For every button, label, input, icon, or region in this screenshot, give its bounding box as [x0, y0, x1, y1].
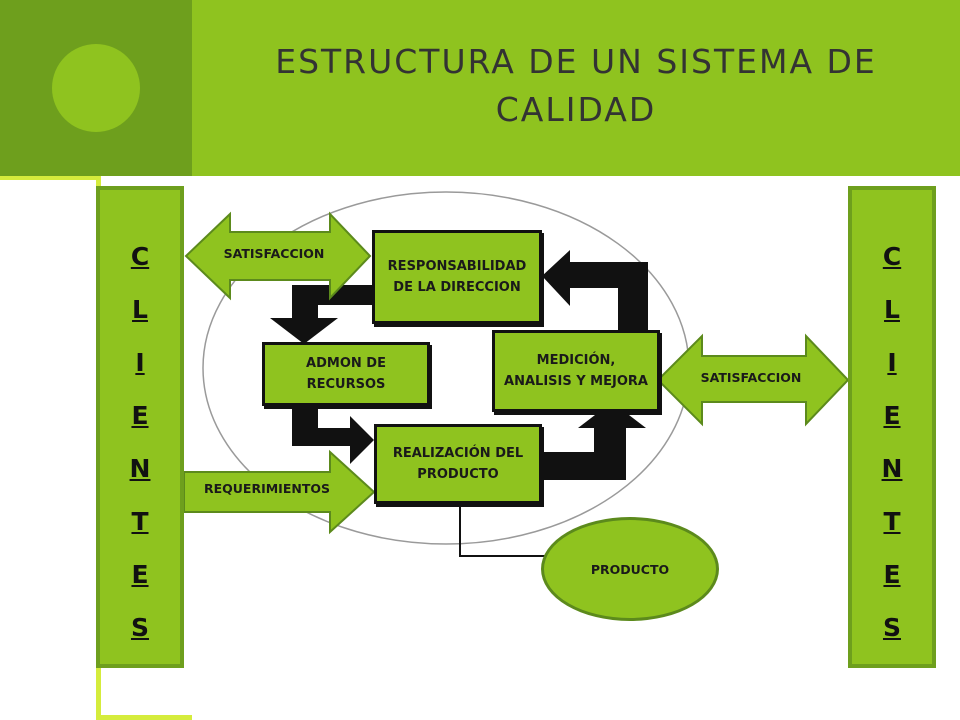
satisfaccion-right-label: SATISFACCION: [700, 370, 802, 385]
clientes-letter: E: [131, 560, 149, 589]
clientes-letter: E: [883, 401, 901, 430]
admon-recursos-box: ADMON DE RECURSOS: [262, 342, 430, 406]
satisfaccion-left-label: SATISFACCION: [223, 246, 325, 261]
clientes-right-column: C L I E N T E S: [848, 186, 936, 668]
producto-connector: [459, 504, 548, 557]
rule-top: [0, 176, 100, 180]
responsabilidad-box: RESPONSABILIDAD DE LA DIRECCION: [372, 230, 542, 324]
clientes-letter: T: [883, 507, 901, 536]
clientes-letter: T: [131, 507, 149, 536]
clientes-letter: N: [881, 454, 903, 483]
clientes-letter: C: [882, 242, 902, 271]
satisfaccion-left-arrow: [184, 211, 372, 301]
clientes-letter: S: [882, 613, 901, 642]
clientes-letter: E: [883, 560, 901, 589]
clientes-letter: I: [887, 348, 897, 377]
title-band: [192, 0, 960, 176]
arrow-medicion-to-resp: [542, 250, 648, 330]
clientes-letter: L: [884, 295, 900, 324]
clientes-letter: C: [130, 242, 150, 271]
decorative-circle: [52, 44, 140, 132]
clientes-letter: L: [132, 295, 148, 324]
corner-block: [0, 0, 192, 176]
rule-bottom: [96, 715, 192, 720]
clientes-letter: N: [129, 454, 151, 483]
arrow-resp-to-admon: [270, 285, 372, 344]
requerimientos-label: REQUERIMIENTOS: [203, 481, 330, 496]
title-line-2: CALIDAD: [495, 90, 657, 129]
realizacion-box: REALIZACIÓN DEL PRODUCTO: [374, 424, 542, 504]
requerimientos-arrow: [183, 449, 376, 535]
title-line-1: ESTRUCTURA DE UN SISTEMA DE: [275, 42, 877, 81]
arrow-admon-to-realizacion: [292, 406, 374, 464]
medicion-box: MEDICIÓN, ANALISIS Y MEJORA: [492, 330, 660, 412]
producto-oval: PRODUCTO: [541, 517, 719, 621]
clientes-letter: E: [131, 401, 149, 430]
clientes-letter: I: [135, 348, 145, 377]
clientes-letter: S: [130, 613, 149, 642]
clientes-left-column: C L I E N T E S: [96, 186, 184, 668]
slide-title: ESTRUCTURA DE UN SISTEMA DE CALIDAD: [192, 38, 960, 134]
arrow-realizacion-to-medicion: [542, 402, 646, 480]
